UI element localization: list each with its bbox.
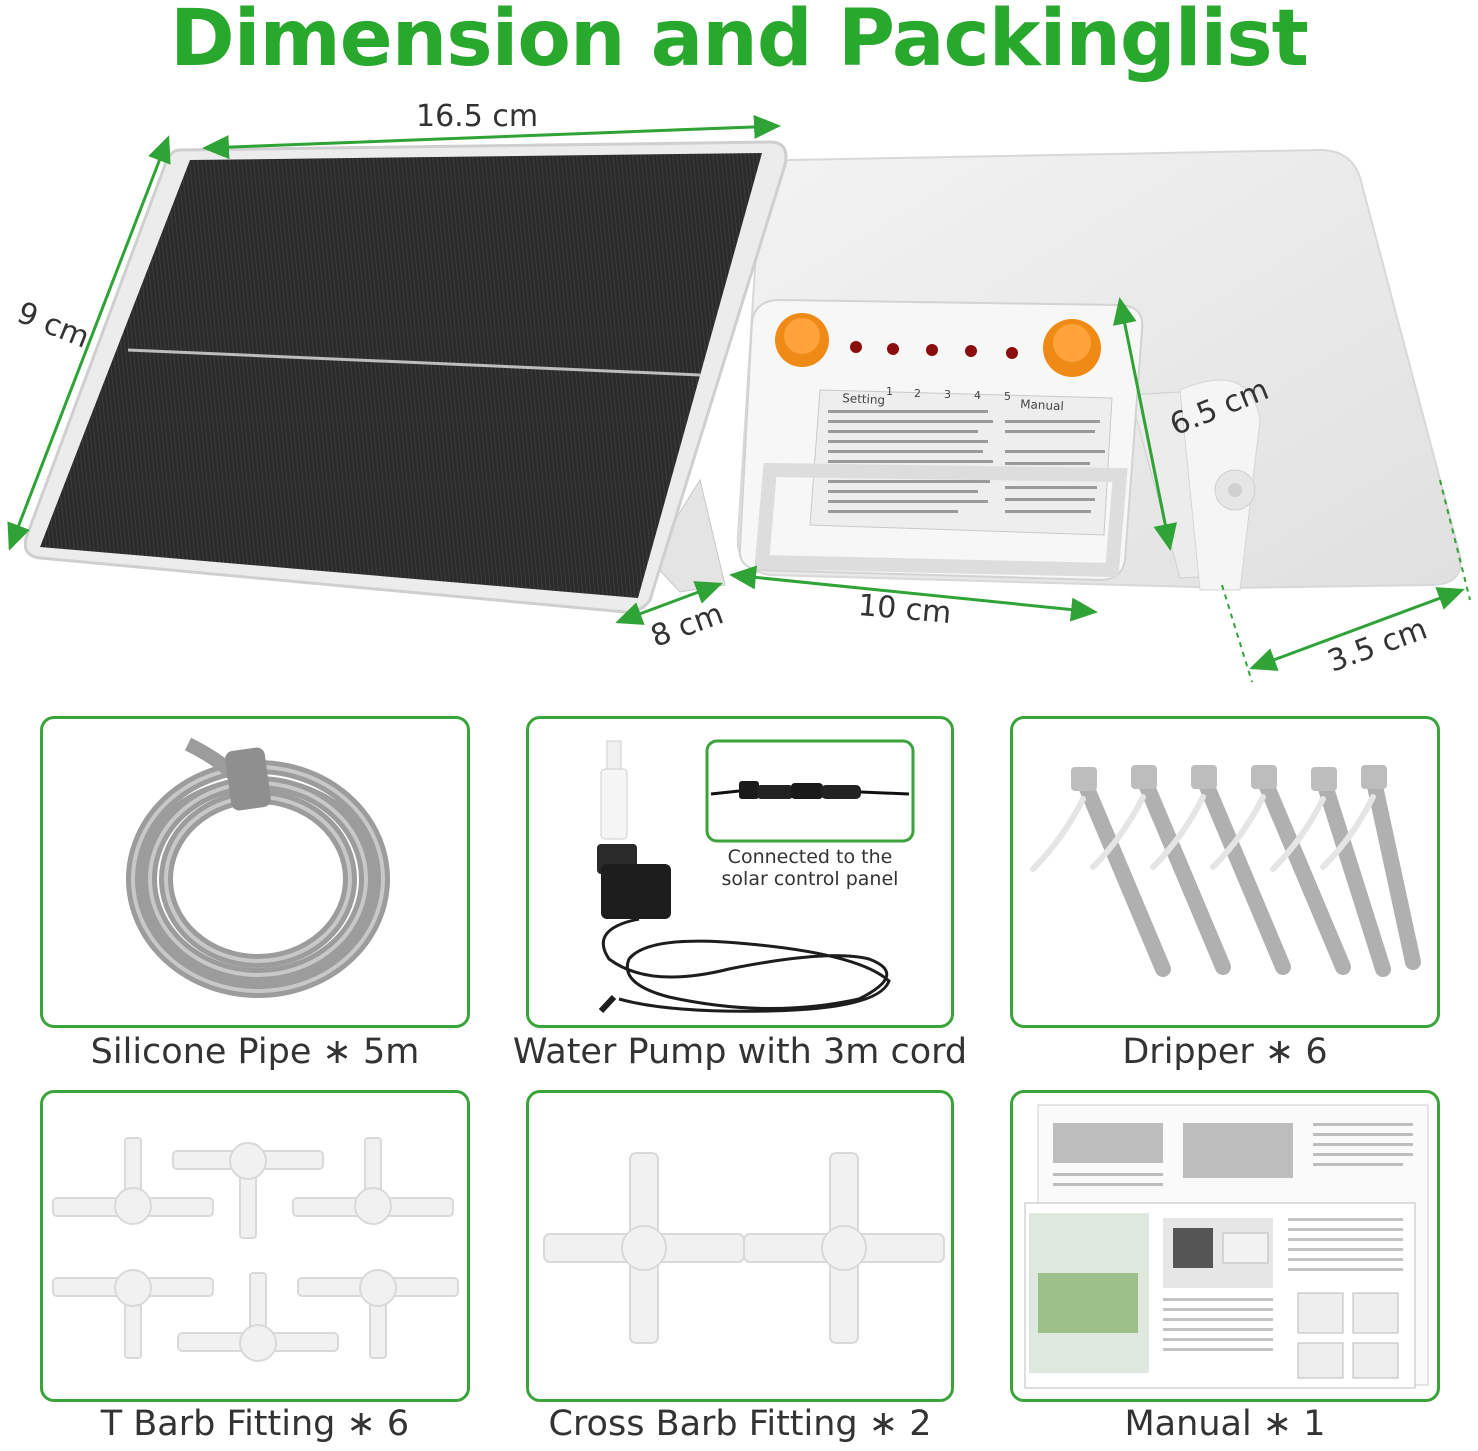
t-barb-fitting-image [52,1137,459,1362]
controller-housing: Setting Manual 1 2 3 4 5 [736,148,1462,591]
caption-water-pump: Water Pump with 3m cord [512,1032,968,1072]
card-water-pump [526,716,954,1028]
indicator-number-3: 3 [944,388,951,401]
page-title: Dimension and Packinglist [170,0,1309,84]
water-pump-image [597,739,915,1014]
caption-dripper: Dripper ∗ 6 [1122,1032,1328,1072]
pump-note: Connected to the solar control panel [700,846,920,890]
card-silicone-pipe [40,716,470,1028]
caption-silicone-pipe: Silicone Pipe ∗ 5m [90,1032,420,1072]
pump-note-line1: Connected to the [727,846,893,868]
cross-barb-fitting-image [543,1152,945,1344]
pump-note-line2: solar control panel [721,868,899,890]
indicator-number-1: 1 [886,385,893,398]
card-t-barb-fitting [40,1090,470,1402]
manual-image [1024,1104,1429,1389]
dim-panel-width: 16.5 cm [416,99,539,134]
caption-cross-barb-fitting: Cross Barb Fitting ∗ 2 [548,1404,932,1444]
indicator-number-5: 5 [1004,390,1011,403]
dripper-image [1030,765,1421,977]
card-cross-barb-fitting [526,1090,954,1402]
card-dripper [1010,716,1440,1028]
product-illustration: Setting Manual 1 2 3 4 5 [7,114,1471,683]
setting-label: Setting [842,391,886,407]
card-manual [1010,1090,1440,1402]
manual-label: Manual [1020,397,1064,413]
caption-manual: Manual ∗ 1 [1124,1404,1326,1444]
silicone-pipe-image [126,737,390,998]
caption-t-barb-fitting: T Barb Fitting ∗ 6 [100,1404,410,1444]
indicator-number-2: 2 [914,387,921,400]
indicator-number-4: 4 [974,389,981,402]
